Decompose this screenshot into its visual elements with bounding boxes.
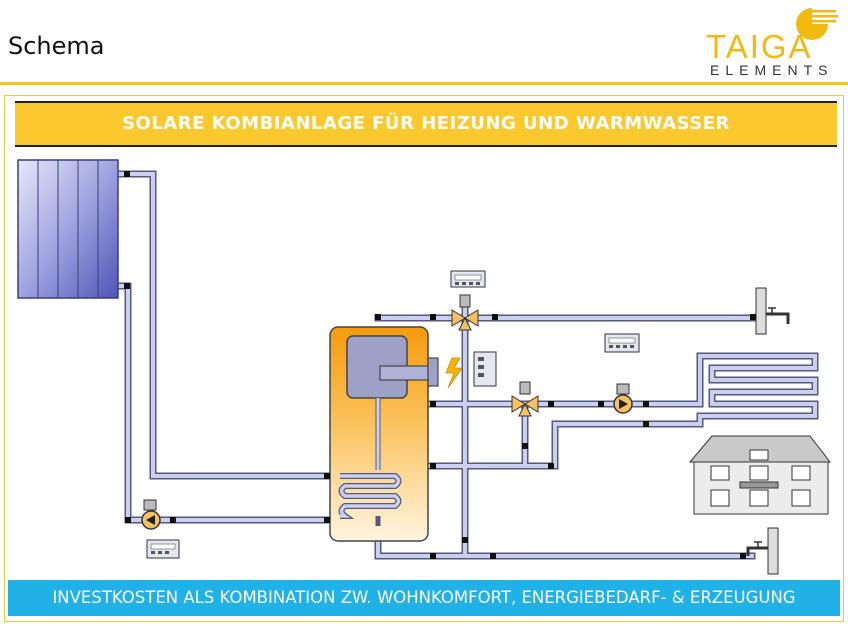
pipe-connectors <box>124 171 756 559</box>
footer-text: INVESTKOSTEN ALS KOMBINATION ZW. WOHNKOM… <box>52 588 796 607</box>
sun-logo-icon <box>796 8 838 40</box>
mixing-valve-top <box>451 294 479 331</box>
banner-title: SOLARE KOMBIANLAGE FÜR HEIZUNG UND WARMW… <box>122 113 730 134</box>
header-rule <box>0 82 848 85</box>
storage-tank <box>329 326 439 542</box>
mixing-valve-heating <box>511 381 539 417</box>
page-title: Schema <box>8 32 105 60</box>
taiga-logo: TAIGA ELEMENTS <box>700 4 848 80</box>
banner: SOLARE KOMBIANLAGE FÜR HEIZUNG UND WARMW… <box>15 101 837 147</box>
controller-boiler <box>473 351 497 387</box>
logo-brand: TAIGA <box>706 28 813 65</box>
floor-heating <box>690 352 819 428</box>
solar-pump <box>141 499 161 530</box>
controller-right <box>604 333 640 353</box>
logo-subtitle: ELEMENTS <box>710 62 834 78</box>
heating-system-diagram <box>17 159 832 575</box>
solar-collector <box>17 159 119 299</box>
house <box>688 435 832 515</box>
slide-frame <box>4 95 844 622</box>
heating-pump <box>613 383 633 414</box>
tap-bottom <box>746 527 779 575</box>
pipe-network <box>114 170 756 560</box>
controller-solar <box>146 539 180 559</box>
footer-banner: INVESTKOSTEN ALS KOMBINATION ZW. WOHNKOM… <box>8 580 840 616</box>
controller-top <box>450 270 486 288</box>
electric-heater <box>445 357 463 389</box>
tap-top <box>755 287 790 335</box>
